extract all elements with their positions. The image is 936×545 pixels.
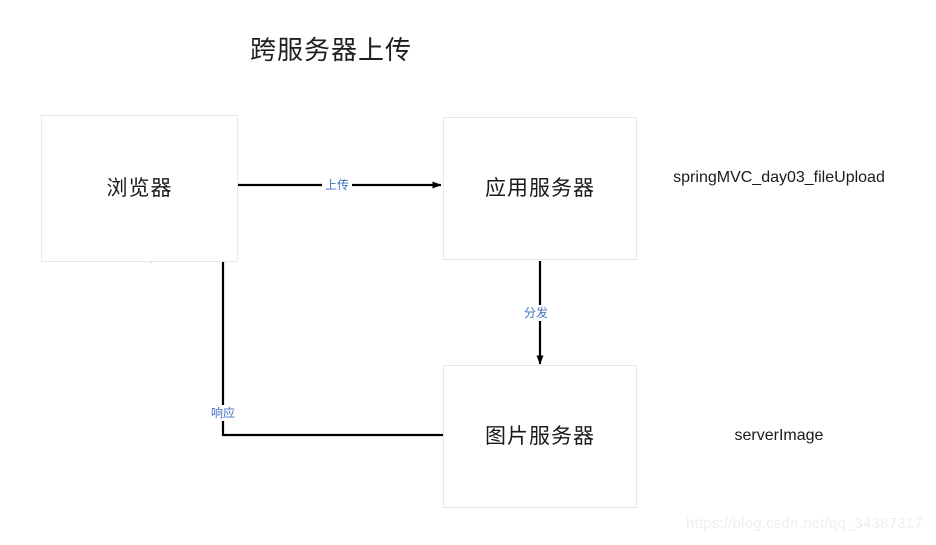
edge-label-dispatch: 分发 <box>521 305 552 321</box>
node-browser-label: 浏览器 <box>106 176 173 200</box>
node-browser[interactable]: 浏览器 <box>41 115 238 262</box>
edge-label-upload: 上传 <box>322 177 353 193</box>
edge-label-response: 响应 <box>208 405 239 421</box>
watermark: https://blog.csdn.net/qq_34387317 <box>686 515 923 532</box>
node-application-server[interactable]: 应用服务器 <box>443 117 637 260</box>
node-image-server[interactable]: 图片服务器 <box>443 365 637 508</box>
node-application-server-label: 应用服务器 <box>485 176 595 200</box>
annotation-app-module: springMVC_day03_fileUpload <box>673 169 885 186</box>
node-image-server-label: 图片服务器 <box>485 424 595 448</box>
annotation-img-module: serverImage <box>734 427 824 444</box>
edge-response-arrow <box>142 255 443 437</box>
page-title: 跨服务器上传 <box>250 35 413 65</box>
